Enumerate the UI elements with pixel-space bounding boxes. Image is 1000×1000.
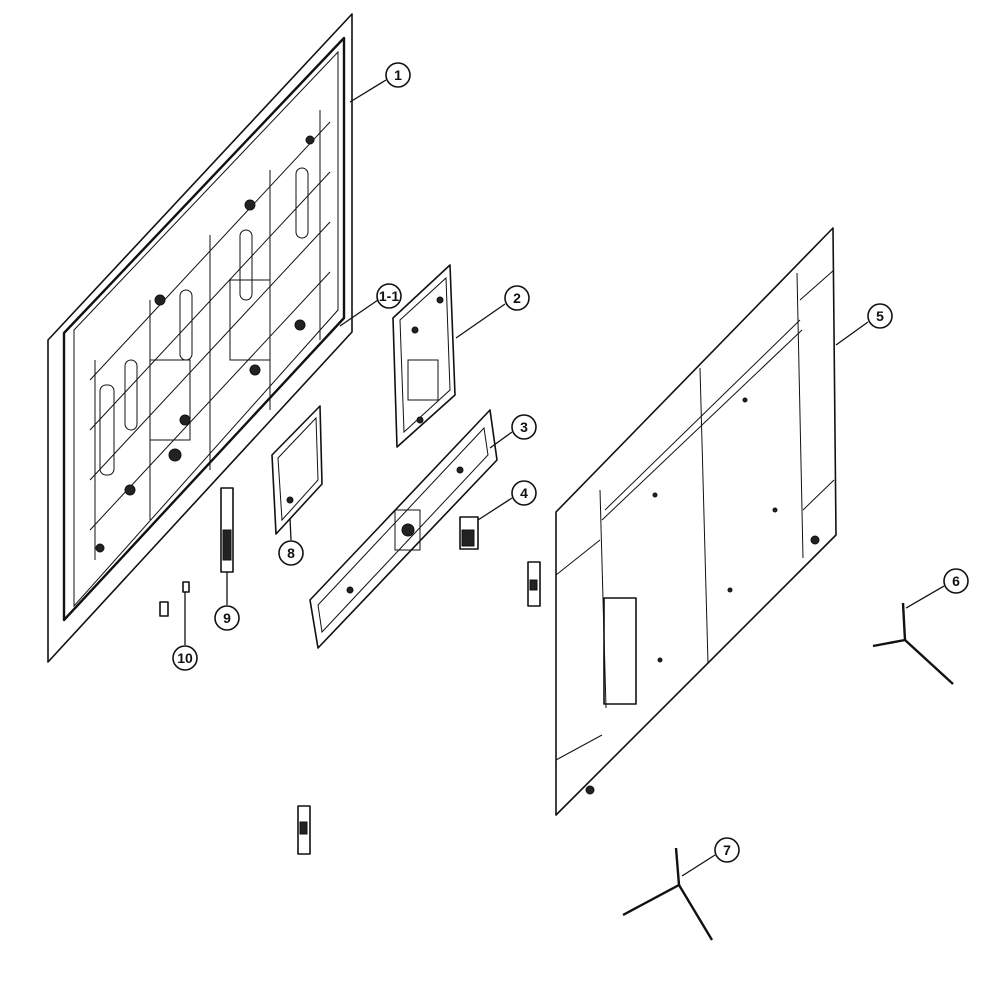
callout-3-label: 3 (520, 419, 528, 435)
callout-4-label: 4 (520, 485, 528, 501)
callout-6-label: 6 (952, 573, 960, 589)
part-main-board (392, 264, 456, 448)
part-key-board (220, 487, 234, 573)
part-stand-leg-right (872, 602, 954, 685)
panel-frame-ribs (89, 110, 331, 560)
callout-9: 9 (214, 605, 240, 631)
callout-6: 6 (943, 568, 969, 594)
callout-1-1: 1-1 (376, 283, 402, 309)
callout-7-label: 7 (723, 842, 731, 858)
part-screws (159, 581, 190, 617)
callout-10-label: 10 (177, 650, 193, 666)
part-bracket (309, 409, 498, 649)
callout-3: 3 (511, 414, 537, 440)
callout-1-1-label: 1-1 (379, 288, 399, 304)
part-side-clip-bottom (297, 805, 311, 855)
callout-2: 2 (504, 285, 530, 311)
part-stand-leg-left (622, 847, 714, 941)
part-small-bracket (459, 516, 479, 550)
part-side-clip-right (527, 561, 541, 607)
callout-4: 4 (511, 480, 537, 506)
callout-5-label: 5 (876, 308, 884, 324)
callout-8-label: 8 (287, 545, 295, 561)
callout-10: 10 (172, 645, 198, 671)
leader-lines (184, 79, 945, 877)
callout-5: 5 (867, 303, 893, 329)
callout-2-label: 2 (513, 290, 521, 306)
part-back-cover (555, 227, 837, 816)
callout-8: 8 (278, 540, 304, 566)
callout-1-label: 1 (394, 67, 402, 83)
part-panel-frame (47, 13, 353, 663)
part-power-board (271, 405, 323, 535)
callout-7: 7 (714, 837, 740, 863)
callout-9-label: 9 (223, 610, 231, 626)
callout-1: 1 (385, 62, 411, 88)
